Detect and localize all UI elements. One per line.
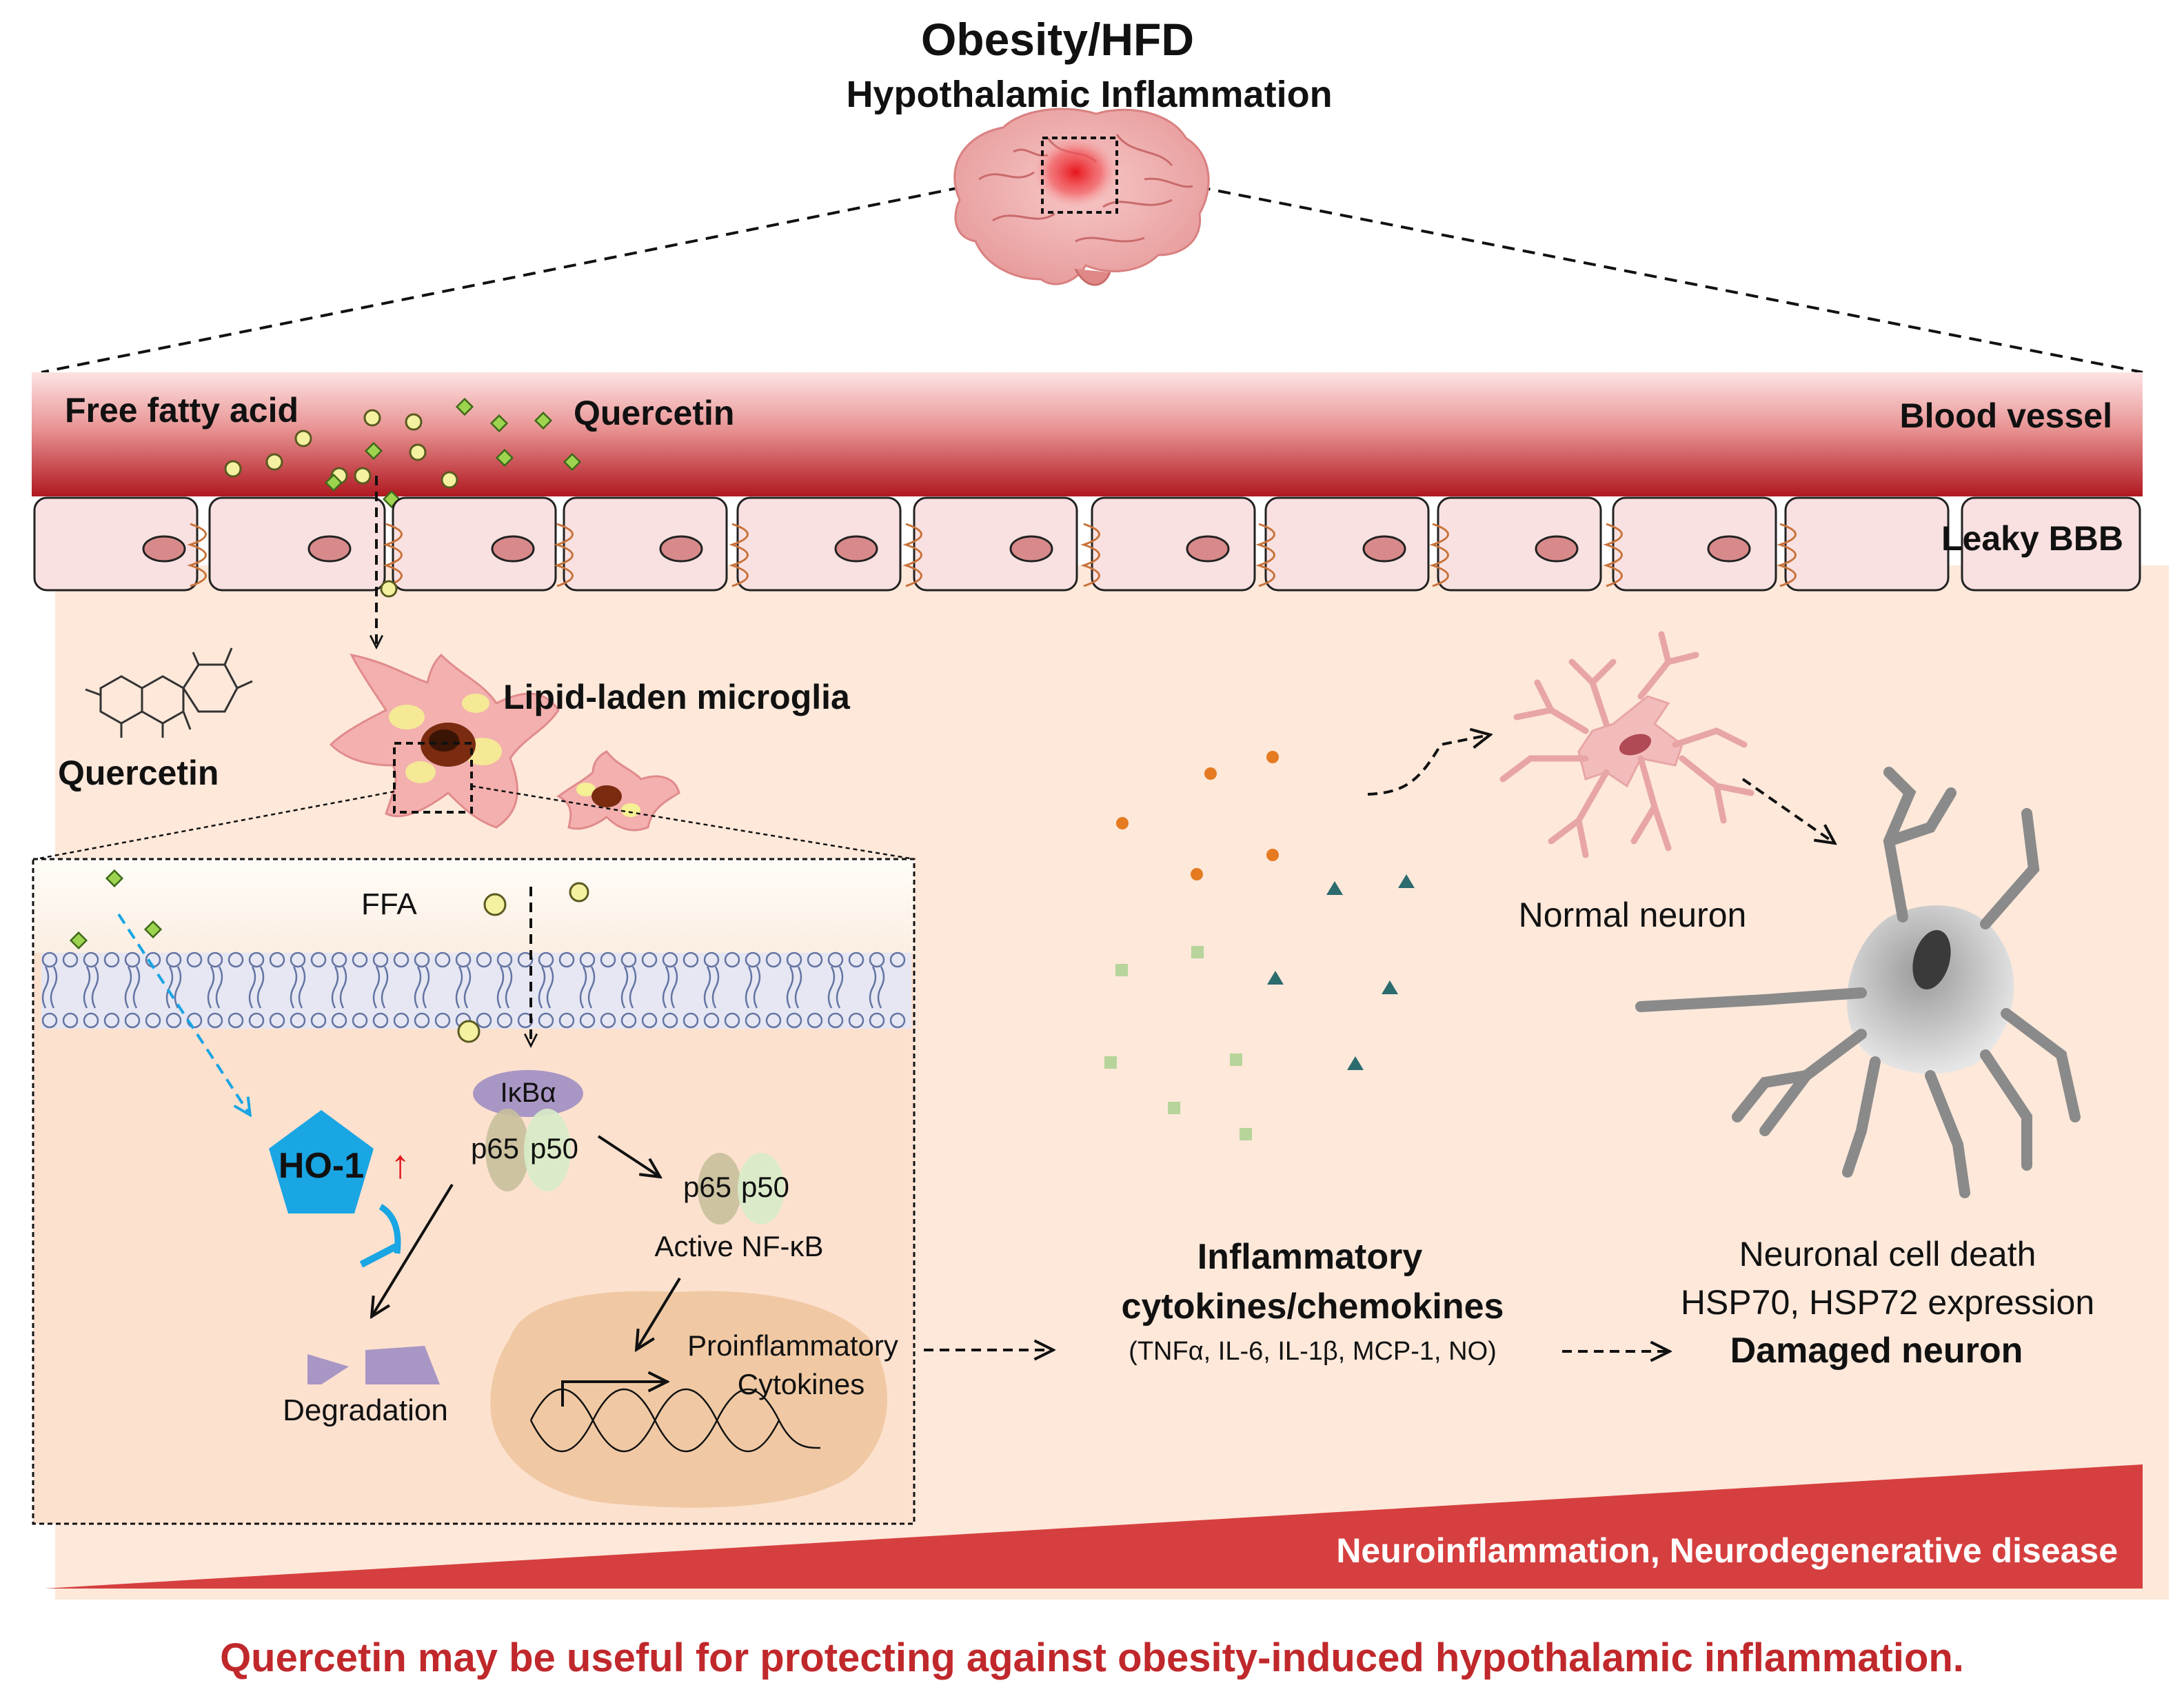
vessel-microglia-quercetin-label: Quercetin bbox=[58, 754, 219, 792]
to-normal-neuron-arrow bbox=[1367, 735, 1489, 796]
p50-shape bbox=[524, 1109, 571, 1191]
inset-ffa-dot-3 bbox=[457, 1020, 481, 1043]
bbb-cells bbox=[33, 496, 2141, 592]
nucleus bbox=[490, 1291, 888, 1508]
zoom-line-right bbox=[1116, 170, 2143, 374]
normal-neuron-label: Normal neuron bbox=[1519, 896, 1747, 934]
degradation-fragment-1 bbox=[307, 1354, 349, 1384]
active-nfkb-label: Active NF-κB bbox=[654, 1230, 823, 1262]
damaged-neuron-icon bbox=[1635, 767, 2081, 1198]
ikba-label: IκBα bbox=[501, 1078, 556, 1108]
inset-ffa-dot-1 bbox=[483, 893, 507, 916]
microglia-label: Lipid-laden microglia bbox=[503, 678, 851, 716]
quercetin-particles bbox=[324, 397, 582, 509]
active-p50-label: p50 bbox=[741, 1171, 789, 1203]
dna-strand-2 bbox=[529, 1389, 821, 1452]
inset-ffa-label: FFA bbox=[361, 887, 417, 921]
page-title: Obesity/HFD bbox=[921, 14, 1194, 65]
microglia-cell-large bbox=[329, 653, 560, 829]
ffa-label: Free fatty acid bbox=[65, 391, 299, 430]
inset-quercetin-particles bbox=[69, 869, 163, 950]
to-nucleus-arrow bbox=[637, 1277, 681, 1349]
cytokine-triangles bbox=[1267, 874, 1415, 1070]
cytokine-dots bbox=[1116, 751, 1279, 880]
normal-to-damaged-arrow bbox=[1741, 778, 1834, 843]
cytokines-label-2: cytokines/chemokines bbox=[1122, 1287, 1504, 1327]
conclusion-text: Quercetin may be useful for protecting a… bbox=[220, 1635, 1964, 1680]
active-p50-shape bbox=[738, 1153, 785, 1225]
normal-neuron-icon bbox=[1499, 631, 1755, 858]
zoom-line-inset-right bbox=[471, 785, 915, 860]
cytokine-squares bbox=[1104, 946, 1252, 1140]
microglia-cell-small bbox=[556, 750, 680, 832]
quercetin-molecule-icon bbox=[85, 647, 253, 738]
inset-ffa-dot-2 bbox=[569, 882, 589, 903]
vessel-quercetin-label: Quercetin bbox=[574, 394, 734, 432]
zoom-line-left bbox=[41, 170, 1043, 374]
degradation-fragment-2 bbox=[365, 1346, 440, 1384]
ffa-particles bbox=[224, 409, 458, 489]
tissue-background-right bbox=[1923, 565, 2169, 1600]
damaged-neuron-label: Damaged neuron bbox=[1730, 1331, 2023, 1371]
proinflammatory-label-2: Cytokines bbox=[738, 1368, 865, 1400]
active-p65-shape bbox=[698, 1153, 742, 1225]
ikba-ellipse bbox=[473, 1070, 583, 1117]
transcription-arrow bbox=[561, 1382, 666, 1407]
ho1-inhibition-bar bbox=[359, 1242, 401, 1268]
page-subtitle: Hypothalamic Inflammation bbox=[846, 74, 1332, 115]
p50-label: p50 bbox=[530, 1132, 578, 1165]
proinflammatory-label-1: Proinflammatory bbox=[687, 1329, 898, 1362]
disease-banner bbox=[44, 1464, 2143, 1589]
cytokines-label-1: Inflammatory bbox=[1197, 1237, 1423, 1277]
ffa-crossing bbox=[380, 580, 398, 598]
to-active-nfkb-arrow bbox=[597, 1135, 659, 1176]
ho1-label: HO-1 bbox=[279, 1146, 364, 1186]
ho1-pentagon bbox=[269, 1110, 374, 1213]
bbb-label: Leaky BBB bbox=[1941, 519, 2123, 558]
p65-label: p65 bbox=[471, 1132, 519, 1165]
degradation-label: Degradation bbox=[283, 1393, 448, 1427]
quercetin-to-ho1-arrow bbox=[117, 913, 250, 1114]
to-degradation-arrow bbox=[372, 1183, 454, 1316]
cytokines-label-3: (TNFα, IL-6, IL-1β, MCP-1, NO) bbox=[1129, 1337, 1497, 1366]
blood-vessel bbox=[32, 372, 2143, 496]
brain-icon bbox=[953, 108, 1210, 286]
ho1-up-arrow: ↑ bbox=[390, 1142, 410, 1187]
zoom-line-inset-left bbox=[35, 790, 395, 860]
disease-banner-label: Neuroinflammation, Neurodegenerative dis… bbox=[1336, 1531, 2118, 1570]
p65-shape bbox=[485, 1109, 529, 1191]
active-p65-label: p65 bbox=[683, 1171, 731, 1203]
neuron-death-label-2: HSP70, HSP72 expression bbox=[1681, 1283, 2094, 1322]
blood-vessel-label: Blood vessel bbox=[1900, 396, 2112, 435]
neuron-death-label-1: Neuronal cell death bbox=[1739, 1235, 2036, 1273]
zoom-box-microglia bbox=[393, 742, 473, 814]
